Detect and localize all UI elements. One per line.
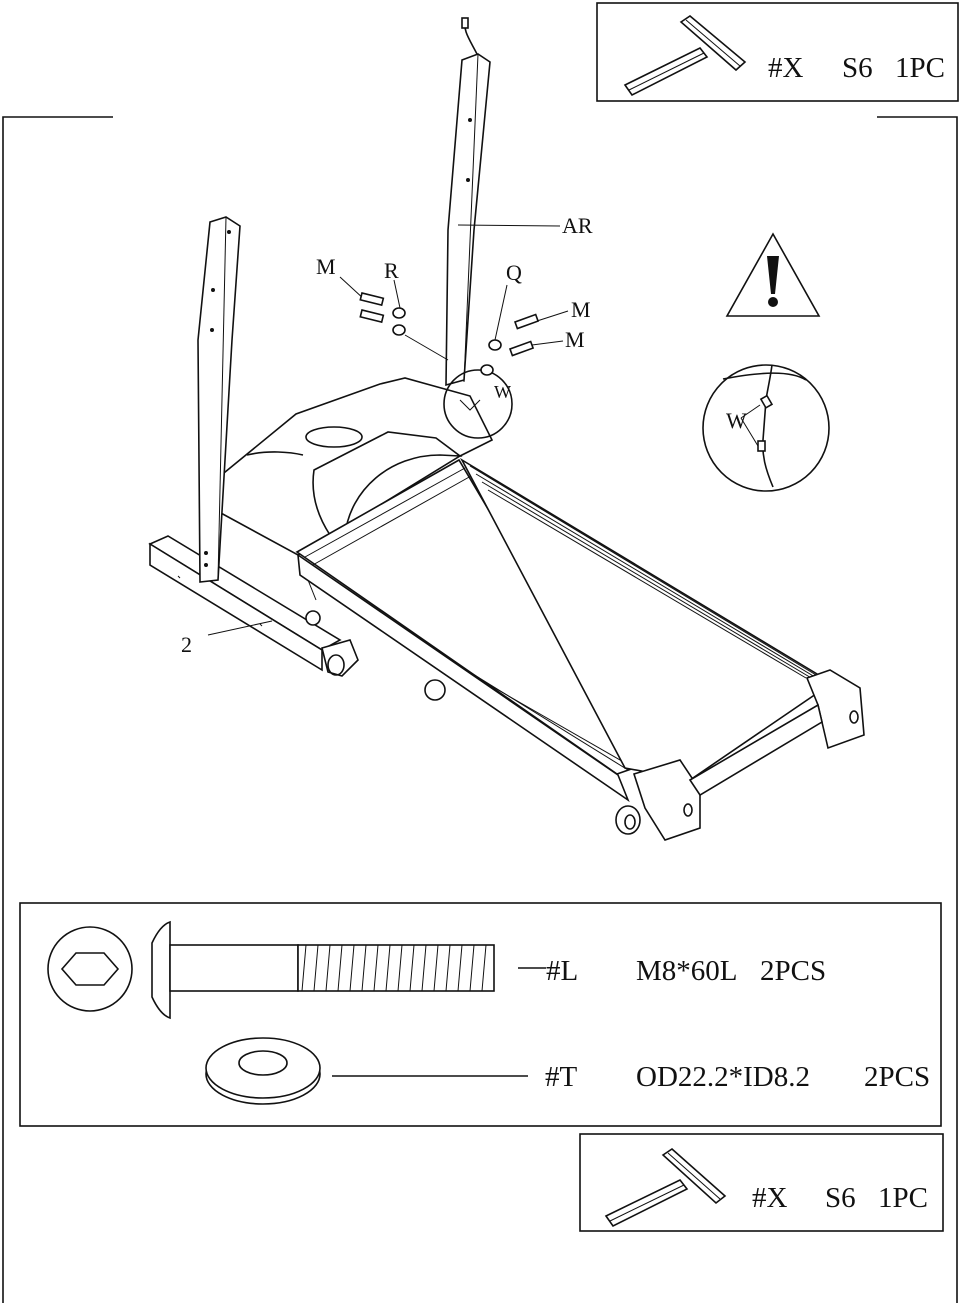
label-bolt-m3: M [565, 327, 585, 352]
tool-size-bottom: S6 [825, 1182, 856, 1214]
treadmill-base [218, 377, 865, 841]
hardware-spec-l: M8*60L [636, 955, 738, 987]
main-frame [2, 116, 958, 1303]
label-base-frame: 2 [181, 632, 192, 657]
label-arm-ar: AR [562, 213, 593, 238]
bolt-l-icon [151, 920, 495, 1020]
tool-qty-top: 1PC [895, 52, 945, 84]
base-frame-2: 2 [148, 535, 359, 677]
hardware-box: #L M8*60L 2PCS #T OD22.2*ID8.2 2PCS [19, 902, 942, 1127]
washer-icon [392, 307, 406, 319]
warning-icon [725, 232, 821, 317]
label-wire-w: W [494, 382, 511, 402]
hardware-qty-l: 2PCS [760, 955, 826, 987]
label-washer-r: R [384, 258, 399, 283]
callout-circle-w: W [443, 369, 513, 439]
tool-code-top: #X [768, 52, 804, 84]
detail-circle-w: W [702, 364, 830, 492]
t-wrench-icon [623, 15, 747, 97]
tool-qty-bottom: 1PC [878, 1182, 928, 1214]
washer-t-icon [205, 1037, 321, 1105]
label-bolt-m1: M [316, 254, 336, 279]
hardware-callouts: M R Q M M [316, 254, 591, 376]
hex-head-icon [47, 926, 133, 1012]
upright-right-ar: AR [445, 17, 593, 387]
hardware-spec-t: OD22.2*ID8.2 [636, 1061, 810, 1093]
detail-label-w: W [726, 408, 747, 433]
upright-left [197, 216, 241, 583]
hardware-code-l: #L [546, 955, 578, 987]
tool-box-top: #X S6 1PC [596, 2, 959, 102]
label-washer-q: Q [506, 260, 522, 285]
t-wrench-icon [604, 1147, 727, 1228]
hardware-qty-t: 2PCS [864, 1061, 930, 1093]
tool-code-bottom: #X [752, 1182, 788, 1214]
hardware-code-t: #T [545, 1061, 578, 1093]
bolt-icon [359, 292, 385, 324]
tool-box-bottom: #X S6 1PC [579, 1133, 944, 1232]
tool-size-top: S6 [842, 52, 873, 84]
label-bolt-m2: M [571, 297, 591, 322]
